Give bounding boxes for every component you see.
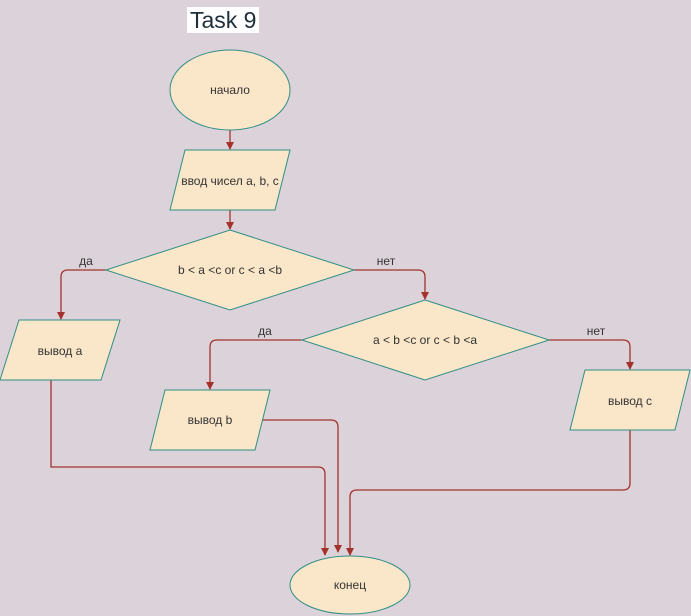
node-end: конец: [289, 555, 411, 615]
node-input: ввод чисел a, b, c: [169, 149, 291, 211]
node-output-a: вывод а: [0, 319, 121, 381]
edge-label-cond2-yes: да: [258, 324, 272, 338]
edge-output-a-to-end: [50, 380, 329, 556]
output-c-parallelogram: [569, 369, 691, 431]
output-b-parallelogram: [149, 389, 271, 451]
edge-output-b-to-end: [261, 419, 342, 553]
edge-label-cond1-yes: да: [79, 254, 93, 268]
edge-label-cond1-no: нет: [377, 254, 396, 268]
condition1-diamond: [104, 229, 356, 311]
output-c-label: вывод с: [608, 394, 652, 408]
start-label: начало: [210, 83, 250, 97]
node-condition2: a < b <c or c < b <a: [300, 299, 551, 381]
input-parallelogram: [169, 149, 291, 211]
node-condition1: b < a <c or c < a <b: [104, 229, 356, 311]
node-start: начало: [169, 49, 291, 131]
end-ellipse: [289, 555, 411, 615]
input-label: ввод чисел a, b, c: [181, 174, 279, 188]
node-output-b: вывод b: [149, 389, 271, 451]
diagram-title: Task 9: [187, 7, 260, 33]
condition2-diamond: [300, 299, 551, 381]
node-output-c: вывод с: [569, 369, 691, 431]
edge-condition2-no: [549, 339, 634, 370]
edge-condition2-yes: [206, 339, 302, 390]
edge-condition1-no: [354, 269, 429, 300]
output-a-label: вывод а: [38, 344, 83, 358]
edge-label-cond2-no: нет: [587, 324, 606, 338]
edge-condition1-yes: [57, 269, 106, 320]
output-a-parallelogram: [0, 319, 121, 381]
edges: [50, 130, 634, 556]
condition2-label: a < b <c or c < b <a: [373, 333, 477, 347]
edge-output-c-to-end: [346, 430, 631, 556]
condition1-label: b < a <c or c < a <b: [178, 263, 282, 277]
end-label: конец: [334, 578, 366, 592]
start-ellipse: [169, 49, 291, 131]
output-b-label: вывод b: [188, 413, 233, 427]
